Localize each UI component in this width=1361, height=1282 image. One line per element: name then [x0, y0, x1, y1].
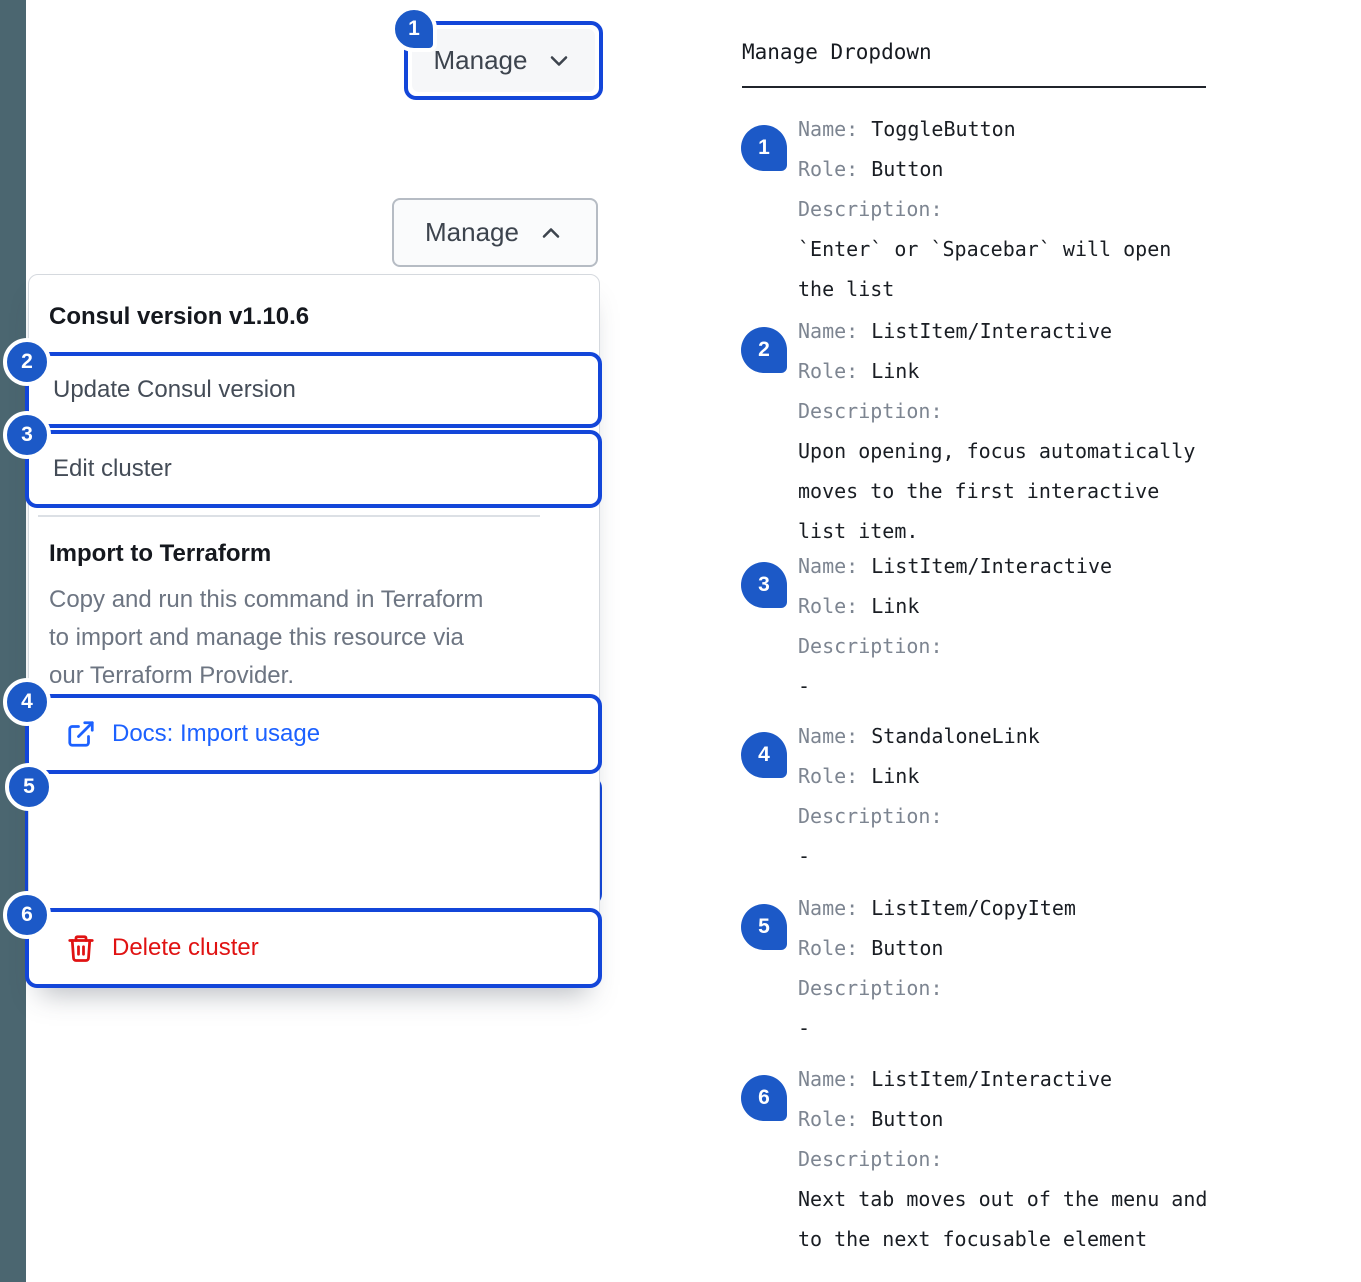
chevron-down-icon — [545, 47, 573, 75]
legend-description-label: Description: — [798, 976, 943, 1000]
legend-entry-1: 1 Name:ToggleButton Role:Button Descript… — [741, 109, 1261, 309]
menu-item-update-consul-version[interactable]: Update Consul version — [25, 352, 602, 428]
annotation-badge-6: 6 — [3, 891, 51, 939]
legend-description-text: - — [798, 674, 811, 698]
manage-toggle-button[interactable]: Manage — [412, 29, 595, 92]
legend-name-line: Name:ListItem/Interactive — [798, 1067, 1113, 1091]
legend-description-label: Description: — [798, 1147, 943, 1171]
delete-cluster-label: Delete cluster — [112, 934, 259, 961]
manage-toggle-label: Manage — [433, 45, 528, 75]
legend-role-line: Role:Link — [798, 359, 920, 383]
legend-description-text: `Enter` or `Spacebar` will open the list — [798, 237, 1172, 301]
menu-divider — [38, 515, 540, 517]
legend-title: Manage Dropdown — [742, 40, 932, 64]
legend-role-line: Role:Button — [798, 157, 944, 181]
legend-description-label: Description: — [798, 197, 943, 221]
legend-badge-3: 3 — [741, 562, 787, 608]
legend-description-text: - — [798, 844, 811, 868]
legend-description-label: Description: — [798, 399, 943, 423]
legend-description-text: Upon opening, focus automatically moves … — [798, 439, 1196, 543]
legend-badge-1: 1 — [741, 125, 787, 171]
legend-role-line: Role:Link — [798, 594, 920, 618]
chevron-up-icon — [537, 219, 565, 247]
legend-name-line: Name:ToggleButton — [798, 117, 1016, 141]
docs-import-usage-link[interactable]: Docs: Import usage — [25, 694, 602, 774]
legend-name-line: Name:ListItem/Interactive — [798, 319, 1113, 343]
legend-role-line: Role:Button — [798, 1107, 944, 1131]
trash-icon — [66, 933, 96, 963]
annotation-badge-5: 5 — [5, 763, 53, 811]
legend-description-label: Description: — [798, 804, 943, 828]
menu-item-edit-cluster[interactable]: Edit cluster — [25, 430, 602, 508]
legend-badge-4: 4 — [741, 732, 787, 778]
annotation-badge-4: 4 — [3, 678, 51, 726]
legend-name-line: Name:ListItem/Interactive — [798, 554, 1113, 578]
manage-dropdown-panel — [28, 274, 600, 988]
annotation-badge-3: 3 — [3, 411, 51, 459]
import-description: Copy and run this command in Terraform t… — [49, 586, 484, 689]
legend-entry-3: 3 Name:ListItem/Interactive Role:Link De… — [741, 546, 1261, 706]
menu-item-label: Edit cluster — [53, 455, 172, 482]
legend-entry-6: 6 Name:ListItem/Interactive Role:Button … — [741, 1059, 1261, 1259]
menu-item-delete-cluster[interactable]: Delete cluster — [25, 908, 602, 988]
legend-role-line: Role:Button — [798, 936, 944, 960]
legend-description-text: Next tab moves out of the menu and to th… — [798, 1187, 1208, 1251]
annotation-badge-2: 2 — [3, 338, 51, 386]
legend-name-line: Name:ListItem/CopyItem — [798, 896, 1076, 920]
legend-badge-2: 2 — [741, 327, 787, 373]
manage-toggle-button-expanded[interactable]: Manage — [392, 198, 598, 267]
consul-version-header: Consul version v1.10.6 — [49, 303, 310, 330]
legend-description-text: - — [798, 1016, 811, 1040]
left-rail — [0, 0, 26, 1282]
legend-role-line: Role:Link — [798, 764, 920, 788]
legend-rule — [742, 86, 1206, 88]
legend-name-line: Name:StandaloneLink — [798, 724, 1040, 748]
annotation-badge-1: 1 — [391, 6, 437, 52]
external-link-icon — [66, 719, 96, 749]
manage-toggle-label: Manage — [425, 217, 519, 247]
menu-item-label: Update Consul version — [53, 376, 296, 403]
legend-entry-4: 4 Name:StandaloneLink Role:Link Descript… — [741, 716, 1261, 876]
legend-badge-6: 6 — [741, 1075, 787, 1121]
legend-description-label: Description: — [798, 634, 943, 658]
legend-badge-5: 5 — [741, 904, 787, 950]
annotation-outline-1: Manage — [404, 21, 603, 100]
docs-link-label: Docs: Import usage — [112, 720, 321, 747]
legend-entry-5: 5 Name:ListItem/CopyItem Role:Button Des… — [741, 888, 1261, 1048]
legend-entry-2: 2 Name:ListItem/Interactive Role:Link De… — [741, 311, 1261, 551]
import-to-terraform-header: Import to Terraform — [49, 540, 272, 567]
